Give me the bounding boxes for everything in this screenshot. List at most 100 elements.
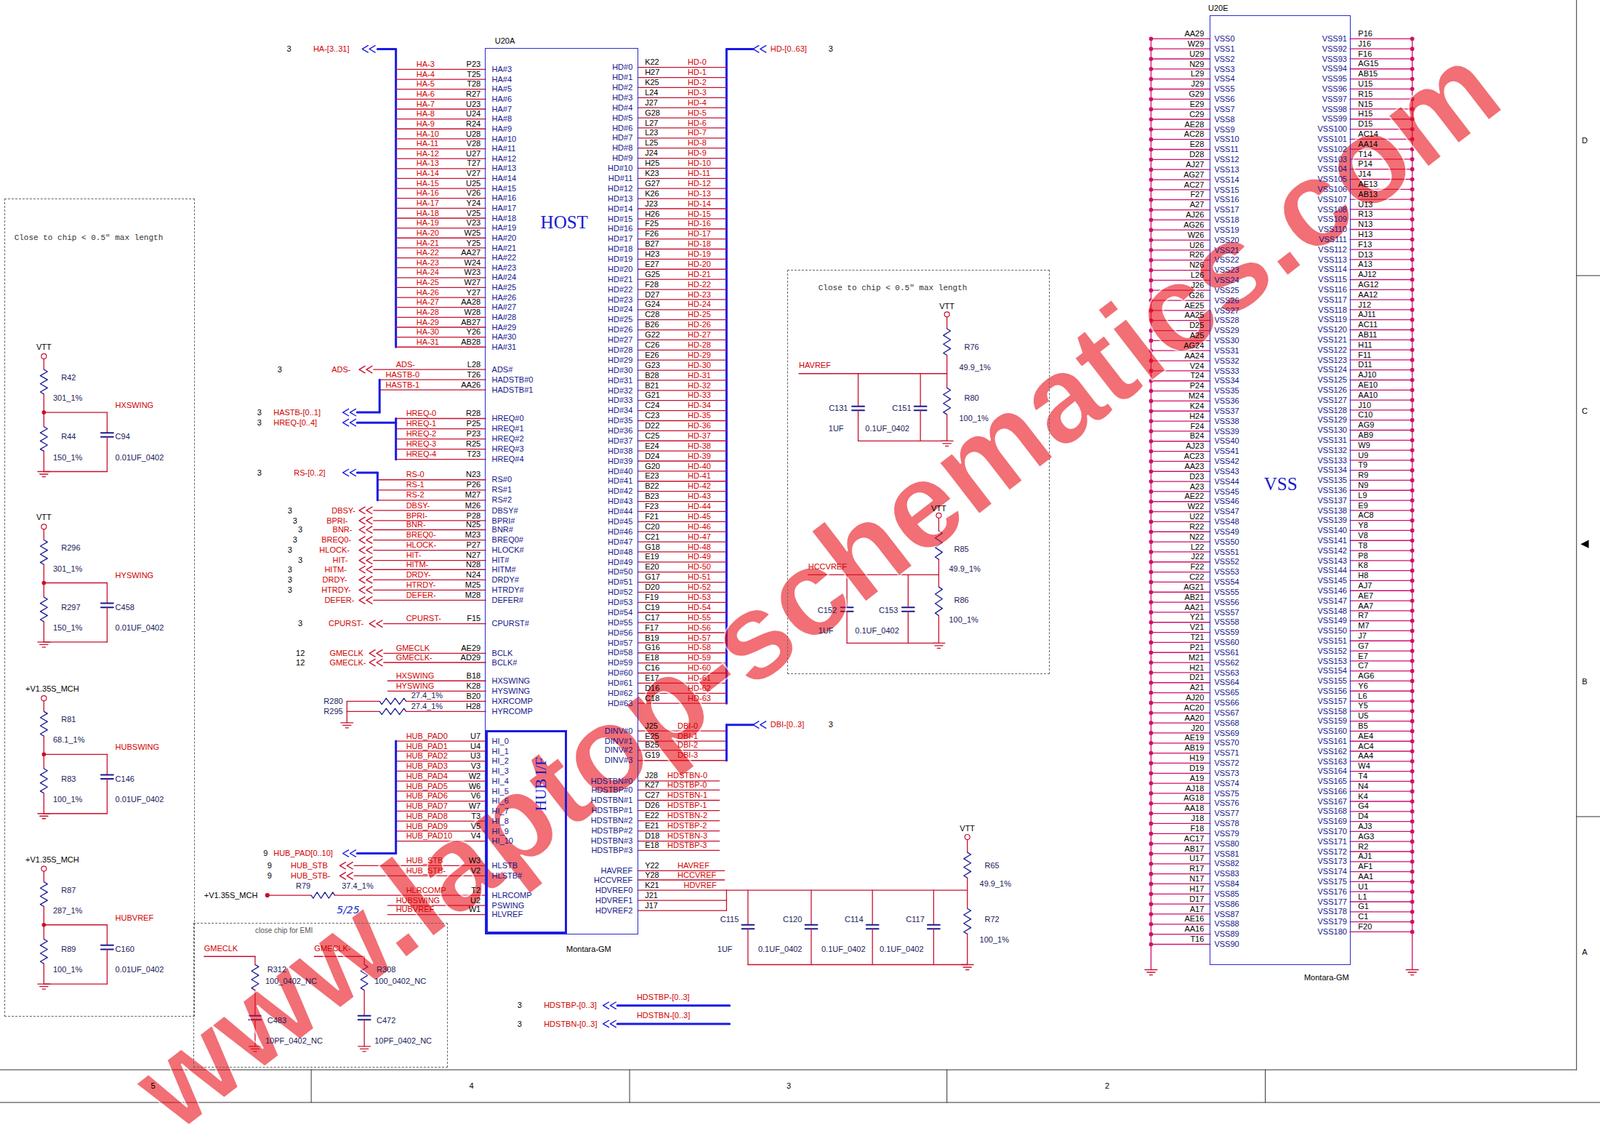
pin-name: VSS48 xyxy=(1213,516,1239,527)
wire xyxy=(1150,511,1210,512)
ball-number: N27 xyxy=(465,550,481,560)
wire xyxy=(43,793,45,814)
resistor-symbol xyxy=(39,881,48,907)
component-label: C160 xyxy=(115,944,135,954)
wire xyxy=(43,983,107,985)
pin-name: VSS117 xyxy=(1317,295,1348,305)
annotation: 3 xyxy=(287,575,293,585)
pin-name: VSS43 xyxy=(1213,466,1239,477)
pin-name: VSS103 xyxy=(1317,154,1348,165)
wire xyxy=(396,458,487,460)
ball-number: J16 xyxy=(1357,39,1372,49)
annotation: VTT xyxy=(36,342,52,352)
pin-name: VSS148 xyxy=(1317,606,1348,616)
ball-number: A19 xyxy=(1190,773,1205,783)
wire xyxy=(1150,792,1210,794)
ball-number: L9 xyxy=(1357,490,1367,501)
pin-name: HA#19 xyxy=(492,223,517,233)
pin-name: HA#25 xyxy=(492,282,517,293)
pin-name: VSS68 xyxy=(1213,718,1239,728)
pin-name: VSS143 xyxy=(1317,556,1348,566)
net-label: HTRDY- xyxy=(406,580,437,590)
ball-number: AE13 xyxy=(1357,179,1378,190)
component-label: R87 xyxy=(61,885,76,895)
pin-name: VSS104 xyxy=(1317,164,1348,174)
ball-number: L29 xyxy=(1190,69,1204,79)
pin-name: VSS65 xyxy=(1213,687,1239,698)
pin-name: VSS179 xyxy=(1317,916,1348,927)
pin-name: VSS165 xyxy=(1317,776,1348,786)
wire xyxy=(1150,943,1210,945)
capacitor-symbol xyxy=(101,944,114,946)
annotation: 3 xyxy=(287,545,293,555)
offpage-connector xyxy=(349,468,356,477)
pin-name: HD#55 xyxy=(607,617,633,628)
net-label: ADS- xyxy=(396,359,416,370)
ground-symbol xyxy=(340,721,354,723)
junction-dot xyxy=(42,923,46,927)
net-label: HD-56 xyxy=(687,622,711,633)
ball-number: V3 xyxy=(471,761,481,771)
pin-name: VSS134 xyxy=(1317,465,1348,475)
pin-name: HA#21 xyxy=(492,243,517,253)
net-label: HD-8 xyxy=(687,138,707,148)
ball-number: AA10 xyxy=(1357,390,1378,400)
pin-name: VSS126 xyxy=(1317,385,1348,395)
net-label: RS-0 xyxy=(406,469,425,480)
offpage-connector xyxy=(609,1019,616,1028)
ball-number: U25 xyxy=(465,178,481,189)
pin-name: HI_6 xyxy=(492,796,509,806)
ball-number: V5 xyxy=(471,821,481,831)
ball-number: P23 xyxy=(466,428,482,439)
ball-number: T4 xyxy=(1357,771,1368,781)
ball-number: K21 xyxy=(644,880,660,890)
pin-name: VSS66 xyxy=(1213,697,1239,708)
net-label: HD-55 xyxy=(687,612,711,623)
ball-number: AA23 xyxy=(1184,461,1204,472)
wire xyxy=(637,66,727,68)
wire xyxy=(1349,38,1413,40)
pin-name: HD#57 xyxy=(607,638,633,648)
wire xyxy=(1150,178,1210,180)
pin-name: VSS167 xyxy=(1317,796,1348,807)
pin-name: VSS33 xyxy=(1213,366,1239,376)
pin-name: CPURST# xyxy=(492,618,530,629)
component-label: R83 xyxy=(61,774,76,784)
bus xyxy=(377,47,396,51)
pin-name: HI_4 xyxy=(492,776,509,786)
net-label: HD-30 xyxy=(687,360,711,371)
ball-number: K8 xyxy=(1357,560,1368,570)
wire xyxy=(1150,430,1210,432)
frame-line xyxy=(946,1069,948,1103)
net-label: HITM- xyxy=(324,564,347,575)
net-label: RS-2 xyxy=(406,489,425,500)
pin-name: VSS25 xyxy=(1213,285,1239,296)
wire xyxy=(637,107,727,109)
ball-number: AF1 xyxy=(1357,861,1373,871)
wire xyxy=(637,470,727,472)
ball-number: V26 xyxy=(466,188,482,198)
wire xyxy=(637,480,727,482)
pin-name: PSWING xyxy=(492,900,525,911)
ground-symbol xyxy=(358,1045,371,1047)
ball-number: K27 xyxy=(644,780,660,790)
ball-number: R7 xyxy=(1357,610,1369,621)
ball-number: AG6 xyxy=(1357,670,1374,681)
ball-number: T14 xyxy=(1357,149,1372,160)
resistor-symbol xyxy=(39,369,48,395)
bus xyxy=(356,421,396,424)
pin-name: VSS114 xyxy=(1317,264,1348,275)
ground-symbol xyxy=(932,642,946,644)
component-label: 150_1% xyxy=(53,622,83,633)
ball-number: N4 xyxy=(1357,781,1369,791)
ball-number: G19 xyxy=(644,750,661,760)
component-label: 0.1UF_0402 xyxy=(758,944,803,954)
annotation: 3 xyxy=(298,618,303,629)
ball-number: AB15 xyxy=(1357,69,1378,79)
wire xyxy=(637,849,719,851)
ball-number: C17 xyxy=(644,612,660,623)
capacitor-symbol xyxy=(914,405,927,408)
ball-number: C27 xyxy=(644,790,660,800)
ball-number: R17 xyxy=(1189,863,1204,874)
offpage-connector xyxy=(366,546,373,554)
